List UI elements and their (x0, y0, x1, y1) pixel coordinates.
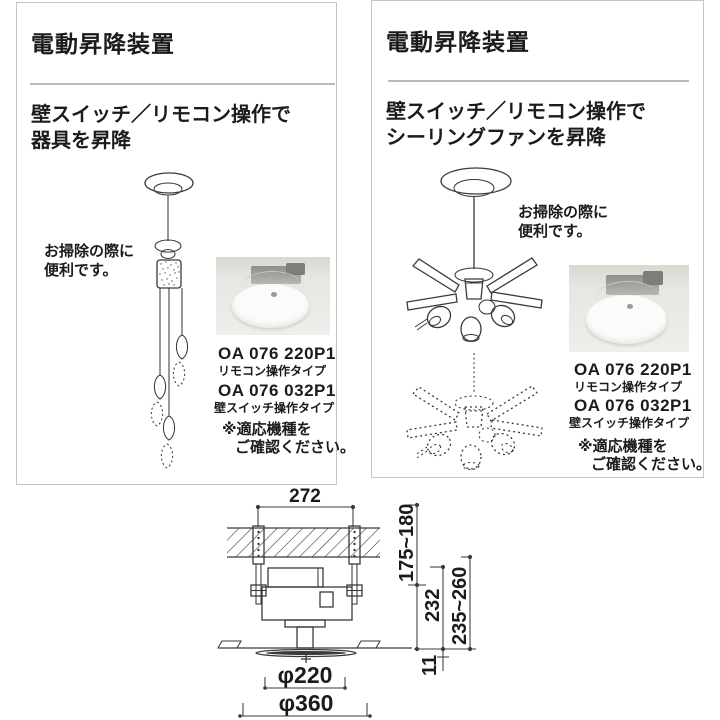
product-photo (569, 265, 689, 352)
bracket-holes (257, 530, 356, 558)
dim-label-272: 272 (289, 486, 321, 507)
dim-label-dia360: φ360 (279, 690, 334, 716)
fan-line-drawing (406, 167, 543, 471)
dim-label-dia220: φ220 (278, 662, 333, 688)
model-number-wall-switch: OA 076 032P1 (218, 381, 336, 400)
title-divider (30, 83, 335, 85)
dim-label-11: 11 (419, 655, 441, 676)
disc-center-bolt (270, 292, 277, 298)
product-photo (216, 257, 330, 335)
panel-title: 電動昇降装置 (31, 31, 175, 57)
caution-line2: ご確認ください。 (235, 439, 356, 456)
panel-subtitle-line2: 器具を昇降 (31, 130, 131, 152)
model-type-remote: リモコン操作タイプ (574, 380, 683, 394)
model-number-wall-switch: OA 076 032P1 (574, 396, 692, 415)
hoist-line-drawing (144, 172, 194, 469)
panel-light-lifter: 電動昇降装置 壁スイッチ／リモコン操作で 器具を昇降 お掃除の際に 便利です。 (16, 2, 355, 485)
dim-label-232: 232 (422, 589, 444, 622)
model-number-remote: OA 076 220P1 (218, 344, 336, 363)
panel-subtitle-line1: 壁スイッチ／リモコン操作で (386, 101, 646, 123)
title-divider (388, 80, 689, 82)
model-number-remote: OA 076 220P1 (574, 360, 692, 379)
fan-raised-position (406, 257, 543, 343)
disc-seam-line (595, 280, 662, 319)
cleaning-note-line2: 便利です。 (44, 262, 118, 279)
panel-title: 電動昇降装置 (386, 29, 530, 55)
cleaning-note-line1: お掃除の際に (518, 204, 609, 221)
dim-label-175-180: 175~180 (396, 504, 418, 582)
model-type-wall-switch: 壁スイッチ操作タイプ (569, 416, 690, 430)
dimension-diagram: 272 (217, 486, 476, 718)
caution-line1: ※適応機種を (578, 438, 668, 455)
caution-line1: ※適応機種を (222, 421, 312, 438)
cleaning-note-line2: 便利です。 (518, 223, 592, 240)
panel-subtitle-line2: シーリングファンを昇降 (386, 127, 606, 149)
dim-label-235-260: 235~260 (449, 567, 471, 645)
hoist-body-texture (159, 261, 180, 286)
disc-seam-line (241, 271, 304, 305)
model-type-remote: リモコン操作タイプ (218, 364, 327, 378)
fan-lowered-position (406, 385, 543, 471)
disc-center-bolt (626, 304, 633, 310)
caution-line2: ご確認ください。 (591, 456, 712, 473)
panel-fan-lifter: 電動昇降装置 壁スイッチ／リモコン操作で シーリングファンを昇降 お掃除の際に … (371, 0, 711, 478)
panel-subtitle-line1: 壁スイッチ／リモコン操作で (31, 104, 291, 126)
model-type-wall-switch: 壁スイッチ操作タイプ (214, 401, 335, 415)
cleaning-note-line1: お掃除の際に (44, 243, 135, 260)
